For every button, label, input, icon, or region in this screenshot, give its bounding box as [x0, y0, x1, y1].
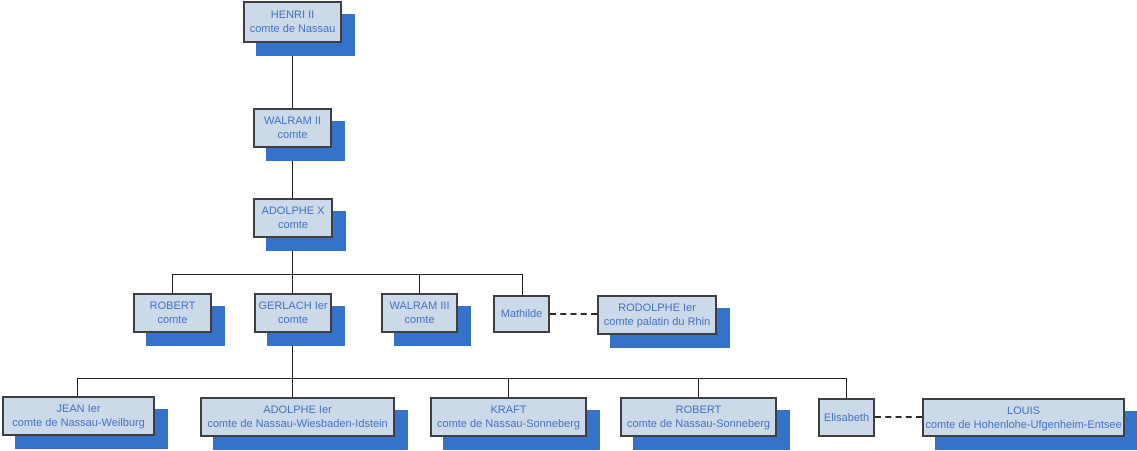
- descent-line: [292, 148, 293, 198]
- node-jean-ier[interactable]: JEAN Ier comte de Nassau-Weilburg: [2, 396, 155, 436]
- node-robert[interactable]: ROBERT comte: [133, 293, 212, 333]
- descent-line: [172, 274, 523, 275]
- person-name: ROBERT: [675, 404, 722, 416]
- person-name: GERLACH Ier: [258, 300, 328, 312]
- person-title: comte de Hohenlohe-Ufgenheim-Entsee: [925, 418, 1122, 431]
- person-title: comte de Nassau-Wiesbaden-Idstein: [207, 418, 388, 430]
- descent-line: [508, 378, 509, 397]
- node-henri-ii[interactable]: HENRI II comte de Nassau: [243, 1, 342, 43]
- person-title: comte: [278, 314, 308, 326]
- person-name: ADOLPHE X: [261, 205, 325, 217]
- person-name: WALRAM III: [389, 300, 450, 312]
- node-robert-sonneberg[interactable]: ROBERT comte de Nassau-Sonneberg: [620, 397, 777, 437]
- descent-line: [172, 274, 173, 293]
- person-name: WALRAM II: [263, 115, 322, 127]
- descent-line: [77, 378, 846, 379]
- person-title: comte de Nassau-Sonneberg: [436, 418, 581, 430]
- person-title: comte: [157, 314, 188, 326]
- node-elisabeth[interactable]: Elisabeth: [818, 398, 875, 437]
- descent-line: [77, 378, 78, 397]
- person-title: comte de Nassau: [249, 23, 336, 35]
- person-name: RODOLPHE Ier: [618, 302, 696, 314]
- person-name: ADOLPHE Ier: [263, 404, 332, 416]
- person-name: Mathilde: [500, 308, 543, 320]
- person-name: KRAFT: [490, 404, 527, 416]
- descent-line: [522, 274, 523, 295]
- person-name: HENRI II: [270, 9, 315, 21]
- person-title: comte: [404, 314, 435, 326]
- node-mathilde[interactable]: Mathilde: [493, 295, 550, 333]
- person-name: LOUIS: [1006, 404, 1040, 417]
- descent-line: [292, 43, 293, 108]
- descent-line: [698, 378, 699, 397]
- descent-line: [292, 333, 293, 378]
- node-adolphe-ier[interactable]: ADOLPHE Ier comte de Nassau-Wiesbaden-Id…: [200, 397, 395, 437]
- person-title: comte: [277, 129, 308, 141]
- node-adolphe-x[interactable]: ADOLPHE X comte: [253, 198, 333, 238]
- node-rodolphe-ier[interactable]: RODOLPHE Ier comte palatin du Rhin: [597, 295, 717, 335]
- person-title: comte palatin du Rhin: [603, 316, 711, 328]
- node-walram-iii[interactable]: WALRAM III comte: [381, 293, 458, 333]
- descent-line: [419, 274, 420, 293]
- node-walram-ii[interactable]: WALRAM II comte: [253, 108, 332, 148]
- node-gerlach-ier[interactable]: GERLACH Ier comte: [254, 293, 332, 333]
- node-louis[interactable]: LOUIS comte de Hohenlohe-Ufgenheim-Entse…: [922, 398, 1125, 437]
- person-name: JEAN Ier: [56, 403, 101, 415]
- marriage-line: [875, 416, 922, 418]
- descent-line: [846, 378, 847, 398]
- person-title: comte de Nassau-Sonneberg: [626, 418, 771, 430]
- person-name: Elisabeth: [823, 411, 870, 424]
- person-title: comte de Nassau-Weilburg: [12, 417, 145, 429]
- node-kraft[interactable]: KRAFT comte de Nassau-Sonneberg: [430, 397, 587, 437]
- person-title: comte: [278, 219, 308, 231]
- person-name: ROBERT: [149, 300, 196, 312]
- descent-line: [292, 274, 293, 293]
- descent-line: [292, 238, 293, 274]
- descent-line: [292, 378, 293, 397]
- marriage-line: [550, 313, 597, 315]
